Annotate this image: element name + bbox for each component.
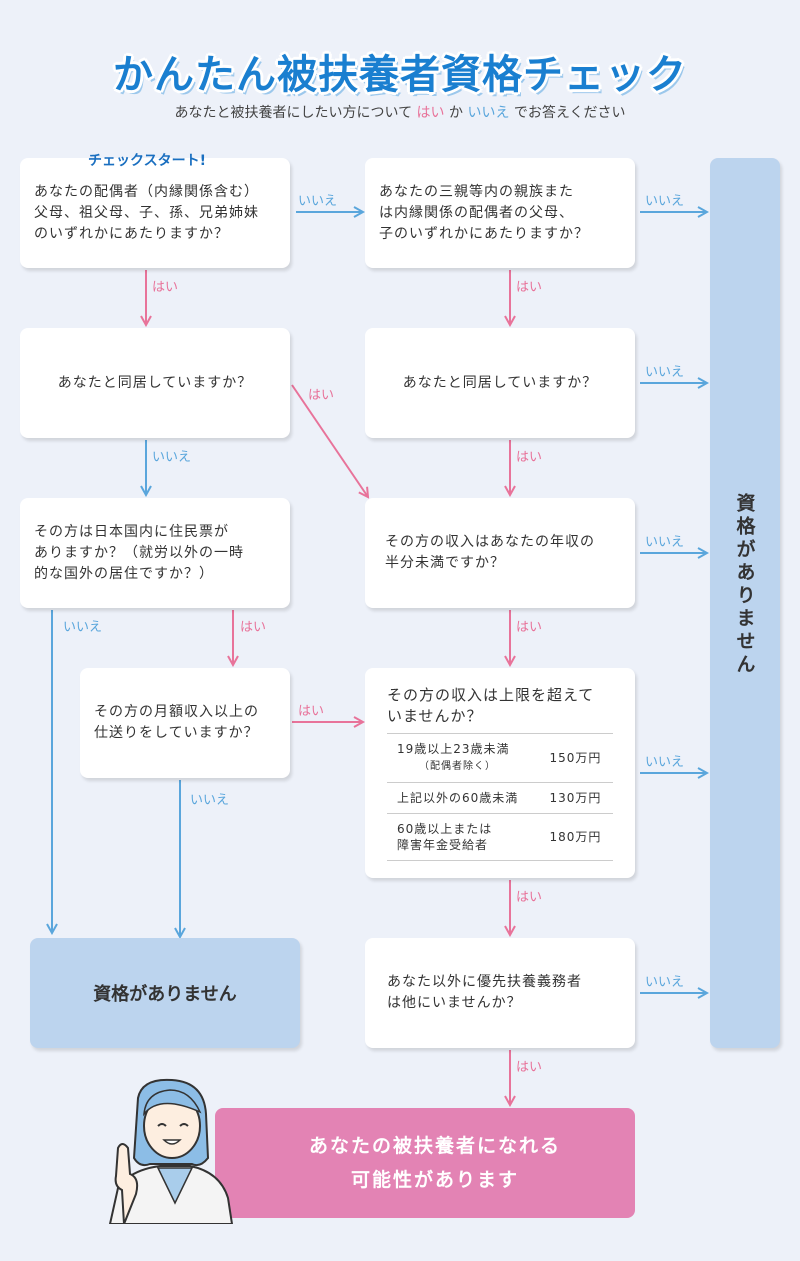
no-label: いいえ [645,535,685,550]
not-eligible-box: 資格がありません [30,938,300,1048]
question-4: あなたと同居していますか？ [365,328,635,438]
page-title: かんたん被扶養者資格チェック [113,52,687,98]
limit: 150万円 [545,733,613,783]
question-8-text: その方の収入は上限を超えて いませんか？ [387,686,595,725]
question-5: その方は日本国内に住民票が ありますか？（就労以外の一時 的な国外の居住ですか？… [20,498,290,608]
not-eligible-text: 資格がありません [733,493,756,677]
table-row: 19歳以上23歳未満 （配偶者除く） 150万円 [387,733,613,783]
no-label: いいえ [645,755,685,770]
not-eligible-text: 資格がありません [93,984,237,1005]
result-line: 可能性があります [350,1169,519,1191]
condition-note: （配偶者除く） [419,761,496,772]
yes-label: はい [298,704,325,719]
question-3: あなたと同居していますか？ [20,328,290,438]
start-label: チェックスタート! [88,153,206,169]
person-pointing-illustration [108,1078,234,1224]
no-label: いいえ [645,365,685,380]
yes-label: はい [152,280,179,295]
no-label: いいえ [645,975,685,990]
question-2: あなたの三親等内の親族また は内縁関係の配偶者の父母、 子のいずれかにあたります… [365,158,635,268]
condition: 60歳以上または 障害年金受給者 [387,813,546,861]
yes-label: はい [516,620,543,635]
yes-label: はい [516,890,543,905]
yes-label: はい [516,280,543,295]
question-7: その方の月額収入以上の 仕送りをしていますか？ [80,668,290,778]
yes-label: はい [516,450,543,465]
question-1: あなたの配偶者（内縁関係含む） 父母、祖父母、子、孫、兄弟姉妹 のいずれかにあた… [20,158,290,268]
yes-label: はい [516,1060,543,1075]
limit: 180万円 [545,813,613,861]
no-label: いいえ [645,194,685,209]
question-8: その方の収入は上限を超えて いませんか？ 19歳以上23歳未満 （配偶者除く） 15… [365,668,635,878]
no-label: いいえ [298,194,338,209]
result-line: あなたの被扶養者になれる [308,1135,561,1157]
no-label: いいえ [63,620,103,635]
condition: 上記以外の60歳未満 [387,782,546,814]
condition: 19歳以上23歳未満 [397,742,510,756]
limit: 130万円 [545,782,613,814]
yes-label: はい [240,620,267,635]
result-box: あなたの被扶養者になれる 可能性があります [215,1108,635,1218]
question-9: あなた以外に優先扶養義務者 は他にいませんか？ [365,938,635,1048]
question-6: その方の収入はあなたの年収の 半分未満ですか？ [365,498,635,608]
no-label: いいえ [152,450,192,465]
no-label: いいえ [190,793,230,808]
subtitle: あなたと被扶養者にしたい方について はい か いいえ でお答えください [174,105,626,121]
not-eligible-column: 資格がありません [710,158,780,1048]
arrow-yes [291,384,368,497]
yes-label: はい [308,388,335,403]
